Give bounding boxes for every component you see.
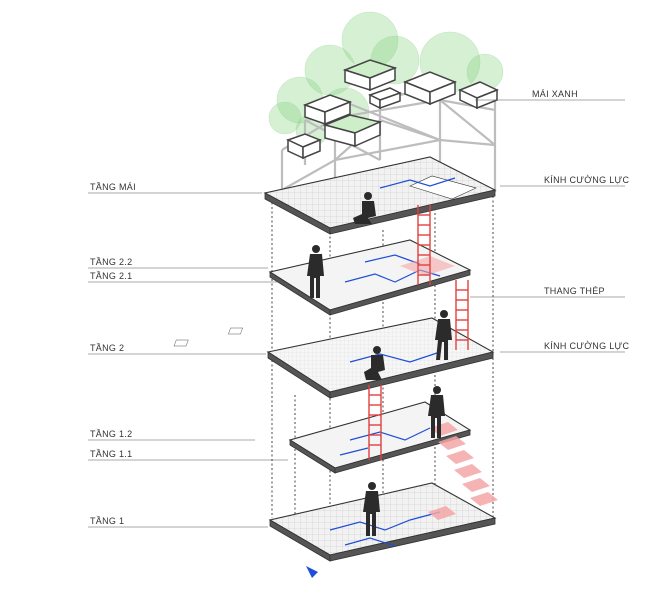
steel-ladder-middle [455,280,469,350]
label-tang-1: TẦNG 1 [90,516,124,526]
planter-box [322,114,383,148]
planter-boxes [286,59,499,160]
label-kinh-cuong-luc-1: KÍNH CƯỜNG LỰC [544,175,629,185]
person-silhouette-seated-2 [364,346,385,380]
planter-box [402,71,458,106]
label-tang-2-2: TẦNG 2.2 [90,257,132,267]
person-silhouette-ladder-2 [435,310,452,360]
planter-box [286,133,322,160]
leader-lines [88,99,625,528]
person-silhouette-seated-roof [353,192,376,224]
steel-ladder-lower [368,385,382,460]
planter-box [458,81,499,110]
slab-tang-mai [263,156,497,235]
label-tang-2-1: TẦNG 2.1 [90,271,132,281]
label-tang-1-1: TẦNG 1.1 [90,449,132,459]
label-tang-2: TẦNG 2 [90,343,124,353]
steel-ladder-upper [417,205,431,285]
label-tang-1-2: TẦNG 1.2 [90,429,132,439]
label-mai-xanh: MÁI XANH [532,89,578,99]
entrance-marker-icon [306,566,318,578]
label-tang-mai: TẦNG MÁI [90,182,136,192]
slab-tang-1 [268,482,497,562]
slab-tang-2-2 [268,239,472,316]
planter-box [342,59,398,92]
person-silhouette-standing-1-2 [428,386,445,438]
label-kinh-cuong-luc-2: KÍNH CƯỜNG LỰC [544,341,629,351]
label-thang-thep: THANG THÉP [544,286,605,296]
person-silhouette-standing-2-2 [307,245,324,298]
planter-box [368,87,402,110]
person-silhouette-standing-1 [363,482,380,536]
planter-box [302,94,353,126]
